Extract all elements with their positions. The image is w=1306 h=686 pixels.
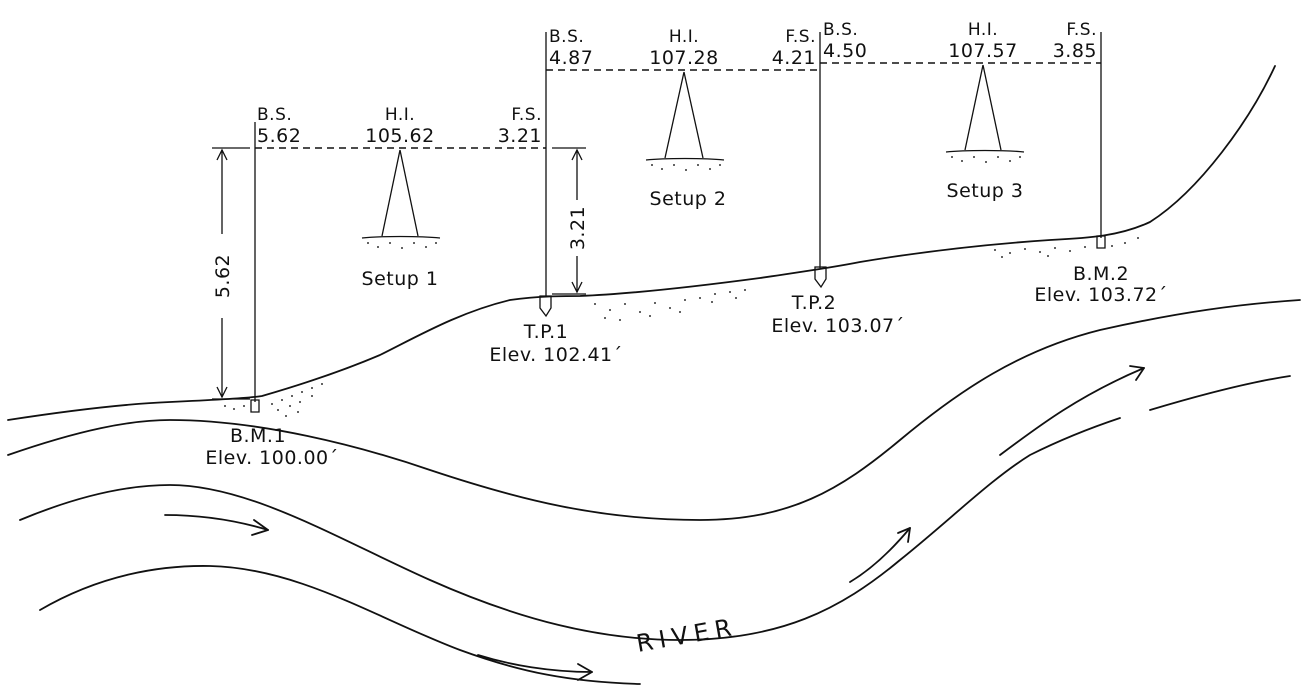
flow-arrow-3-head <box>897 527 911 543</box>
dimension-bs1: 5.62 <box>212 147 250 400</box>
point-bm2-name: B.M.2 <box>1073 263 1129 285</box>
setup-1-hi-label: H.I. <box>385 105 415 125</box>
setup-1-fs-label: F.S. <box>511 105 542 125</box>
flow-arrow-4 <box>999 367 1145 456</box>
flow-arrow-2-head <box>577 663 593 681</box>
flow-arrow-3 <box>849 527 911 583</box>
flow-arrows <box>164 365 1145 681</box>
setup-3-hi-label: H.I. <box>968 20 998 40</box>
setup-1-bs-label: B.S. <box>257 105 292 125</box>
flow-arrow-4-head <box>1129 365 1145 381</box>
dimension-fs1: 3.21 <box>552 147 589 295</box>
setup-3-fs-value: 3.85 <box>1053 40 1097 62</box>
dimension-fs1-label: 3.21 <box>567 206 589 250</box>
ground-stipple <box>224 237 1139 417</box>
point-tp2-elev: Elev. 103.07´ <box>771 315 904 337</box>
river-label: RIVER <box>634 613 739 658</box>
river-bank-upper <box>7 299 1301 521</box>
instrument-setup-1 <box>361 149 441 249</box>
setup-2-bs-label: B.S. <box>549 27 584 47</box>
point-bm1-elev: Elev. 100.00´ <box>205 447 338 469</box>
setup-1-bs-value: 5.62 <box>257 125 301 147</box>
setup-1-name: Setup 1 <box>362 268 439 290</box>
setup-2-hi-label: H.I. <box>669 27 699 47</box>
setup-3-name: Setup 3 <box>947 180 1024 202</box>
point-tp1-name: T.P.1 <box>523 321 569 343</box>
setup-1-fs-value: 3.21 <box>498 125 542 147</box>
setup-2-fs-label: F.S. <box>785 27 816 47</box>
stake-tp1 <box>539 295 552 318</box>
ground-profile <box>7 65 1276 421</box>
point-tp1-elev: Elev. 102.41´ <box>489 344 622 366</box>
flow-arrow-1-head <box>251 519 269 536</box>
setup-2-name: Setup 2 <box>650 188 727 210</box>
setup-2-hi-value: 107.28 <box>649 47 718 69</box>
setup-2-fs-value: 4.21 <box>772 47 816 69</box>
flow-arrow-2 <box>477 654 593 673</box>
flow-arrow-1 <box>164 514 269 531</box>
setup-1-hi-value: 105.62 <box>365 125 434 147</box>
instrument-setup-2 <box>645 71 725 171</box>
setup-3-hi-value: 107.57 <box>948 40 1017 62</box>
point-bm1-name: B.M.1 <box>230 425 286 447</box>
dimension-bs1-label: 5.62 <box>212 254 234 298</box>
stake-tp2 <box>814 266 827 289</box>
setup-3-bs-value: 4.50 <box>823 40 867 62</box>
setup-3-bs-label: B.S. <box>823 20 858 40</box>
instrument-setup-3 <box>945 64 1025 163</box>
river-bank-bottom <box>39 565 641 685</box>
point-bm2-elev: Elev. 103.72´ <box>1034 284 1167 306</box>
point-tp2-name: T.P.2 <box>791 292 837 314</box>
stake-bm1 <box>250 399 260 413</box>
setup-3-fs-label: F.S. <box>1066 20 1097 40</box>
river-bank-lower-right <box>1149 375 1291 411</box>
stake-bm2 <box>1096 235 1106 249</box>
river-bank-lower-left <box>19 417 1121 641</box>
setup-2-bs-value: 4.87 <box>549 47 593 69</box>
